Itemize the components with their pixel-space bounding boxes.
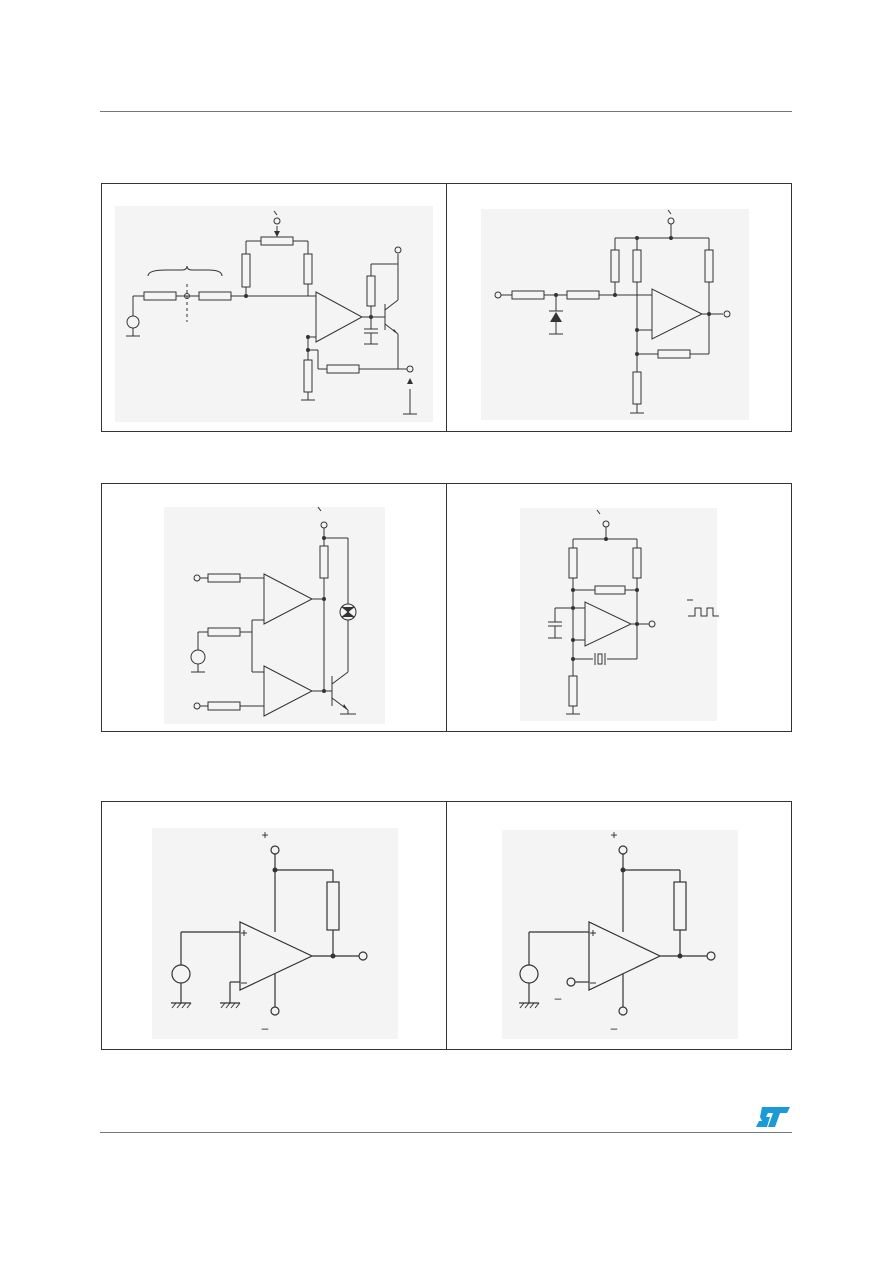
schematic-comparator-transistor [115, 206, 433, 422]
supply-minus-label: – [262, 1021, 269, 1035]
schematic-open-collector: + – [152, 828, 398, 1039]
fig-comparator-pullup: + – – [446, 801, 792, 1050]
input-minus-label: – [555, 991, 562, 1005]
fig-window-comparator-lamp [101, 483, 447, 732]
schematic-diode-reference [481, 209, 749, 420]
schematic-comparator-pullup: + – – [502, 828, 738, 1039]
fig-diode-reference-comparator [446, 183, 792, 432]
st-logo-icon [756, 1105, 792, 1129]
top-rule [100, 111, 792, 112]
fig-open-collector-comparator: + – [101, 801, 447, 1050]
schematic-crystal-oscillator [520, 508, 719, 721]
bottom-rule [100, 1132, 792, 1133]
schematic-window-comparator [164, 506, 385, 724]
supply-minus-label: – [611, 1021, 618, 1035]
fig-crystal-oscillator [446, 483, 792, 732]
fig-comparator-transistor [101, 183, 447, 432]
supply-plus-label: + [261, 828, 268, 842]
supply-plus-label: + [610, 828, 617, 842]
